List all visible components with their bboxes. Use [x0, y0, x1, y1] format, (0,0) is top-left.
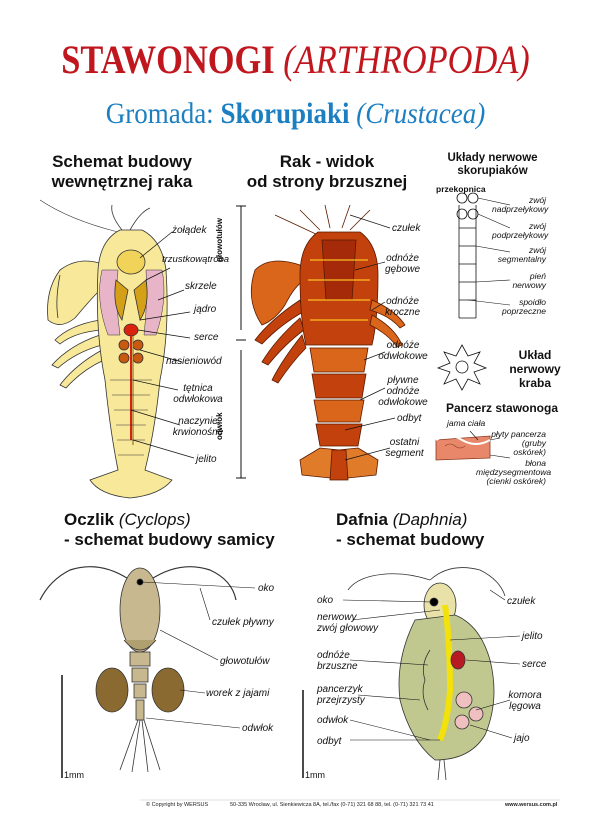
label-artery: tętnica odwłokowa — [173, 383, 223, 405]
label-shell-plates: płyty pancerza(gruby oskórek) — [491, 429, 546, 457]
crayfish-internal-drawing — [39, 199, 173, 499]
crab-heading-line1: Układ — [518, 348, 552, 362]
label-daphnia-heart: serce — [522, 659, 547, 670]
crayfish-ventral-drawing — [250, 204, 406, 481]
body-axis-markers — [236, 205, 246, 479]
internal-heading-line2: wewnętrznej raka — [51, 172, 193, 191]
ventral-heading: Rak - widok od strony brzusznej — [232, 152, 422, 192]
nervous-ladder-drawing — [456, 192, 479, 319]
label-daphnia-abdomen: odwłok — [317, 715, 349, 726]
title-latin: (ARTHROPODA) — [283, 37, 530, 82]
label-liver: trzustkowątroba — [162, 254, 230, 265]
axis-abdomen: odwłok — [215, 412, 224, 440]
label-gills: skrzele — [185, 281, 217, 292]
axis-cephalothorax: głowotułów — [215, 218, 224, 262]
daphnia-heading: Dafnia (Daphnia) - schemat budowy — [336, 510, 536, 550]
label-cyclops-eggs: worek z jajami — [206, 688, 270, 699]
ventral-leader-lines — [344, 214, 396, 461]
label-blood-vessel: naczynie krwionośne — [172, 416, 224, 438]
label-cyclops-antenna: czułek pływny — [212, 617, 274, 628]
page-title: STAWONOGI (ARTHROPODA) — [41, 38, 549, 82]
label-gut: jelito — [196, 454, 217, 465]
label-heart: serce — [194, 332, 219, 343]
shell-leader-lines — [469, 430, 511, 459]
subtitle-prefix: Gromada: — [105, 97, 214, 130]
label-cyclops-scale: 1mm — [64, 770, 84, 780]
label-cyclops-abdomen: odwłok — [242, 723, 274, 734]
crab-nervous-drawing — [436, 344, 488, 391]
internal-heading: Schemat budowy wewnętrznej raka — [32, 152, 212, 192]
label-daphnia-egg: jajo — [514, 733, 530, 744]
cyclops-heading-line2: - schemat budowy samicy — [64, 530, 275, 549]
label-body-cavity: jama ciała — [447, 418, 486, 428]
title-main: STAWONOGI — [61, 37, 275, 82]
cyclops-name: Oczlik — [64, 510, 115, 529]
internal-heading-line1: Schemat budowy — [52, 152, 192, 171]
label-anus: odbyt — [397, 413, 422, 424]
label-daphnia-eye: oko — [317, 595, 334, 606]
daphnia-drawing — [347, 567, 506, 781]
daphnia-leader-lines — [342, 589, 521, 741]
ventral-heading-line2: od strony brzusznej — [246, 172, 408, 191]
nervous-heading-line1: Układy nerwowe — [447, 152, 538, 164]
internal-leader-lines — [130, 231, 195, 459]
crab-heading: Układ nerwowy kraba — [500, 348, 570, 390]
label-antenna: czułek — [392, 223, 421, 234]
subtitle-name: Skorupiaki — [220, 97, 350, 130]
footer-address: 50-335 Wrocław, ul. Sienkiewicza 8A, tel… — [230, 802, 434, 808]
ventral-heading-line1: Rak - widok — [279, 152, 375, 171]
crab-heading-line2: nerwowy — [509, 362, 561, 376]
nervous-heading: Układy nerwowe skorupiaków — [430, 152, 555, 178]
cyclops-leader-lines — [141, 581, 256, 729]
cyclops-heading: Oczlik (Cyclops) - schemat budowy samicy — [64, 510, 284, 550]
cyclops-drawing — [39, 566, 237, 773]
nervous-heading-line2: skorupiaków — [457, 165, 528, 177]
footer-copyright: © Copyright by WERSUS — [146, 802, 209, 808]
page-subtitle: Gromada: Skorupiaki (Crustacea) — [30, 97, 562, 131]
label-daphnia-scale: 1mm — [305, 770, 325, 780]
daphnia-name: Dafnia — [336, 510, 388, 529]
crab-heading-line3: kraba — [518, 376, 552, 390]
subtitle-latin: (Crustacea) — [356, 97, 486, 130]
label-cyclops-eye: oko — [258, 583, 275, 594]
label-daphnia-gut: jelito — [522, 631, 543, 642]
label-daphnia-anus: odbyt — [317, 736, 342, 747]
label-cyclops-cephalothorax: głowotułów — [220, 656, 270, 667]
footer-url: www.wersus.com.pl — [505, 802, 558, 808]
label-brain: przekopnica — [436, 184, 486, 194]
label-vas: nasieniowód — [166, 356, 222, 367]
cyclops-latin: (Cyclops) — [118, 510, 191, 529]
shell-heading: Pancerz stawonoga — [445, 401, 559, 415]
nervous-leader-lines — [467, 197, 511, 306]
label-daphnia-antenna: czułek — [507, 596, 536, 607]
daphnia-latin: (Daphnia) — [392, 510, 468, 529]
daphnia-heading-line2: - schemat budowy — [336, 530, 485, 549]
label-stomach: żołądek — [172, 225, 207, 236]
label-testis: jądro — [194, 304, 217, 315]
shell-cross-section — [435, 435, 491, 461]
